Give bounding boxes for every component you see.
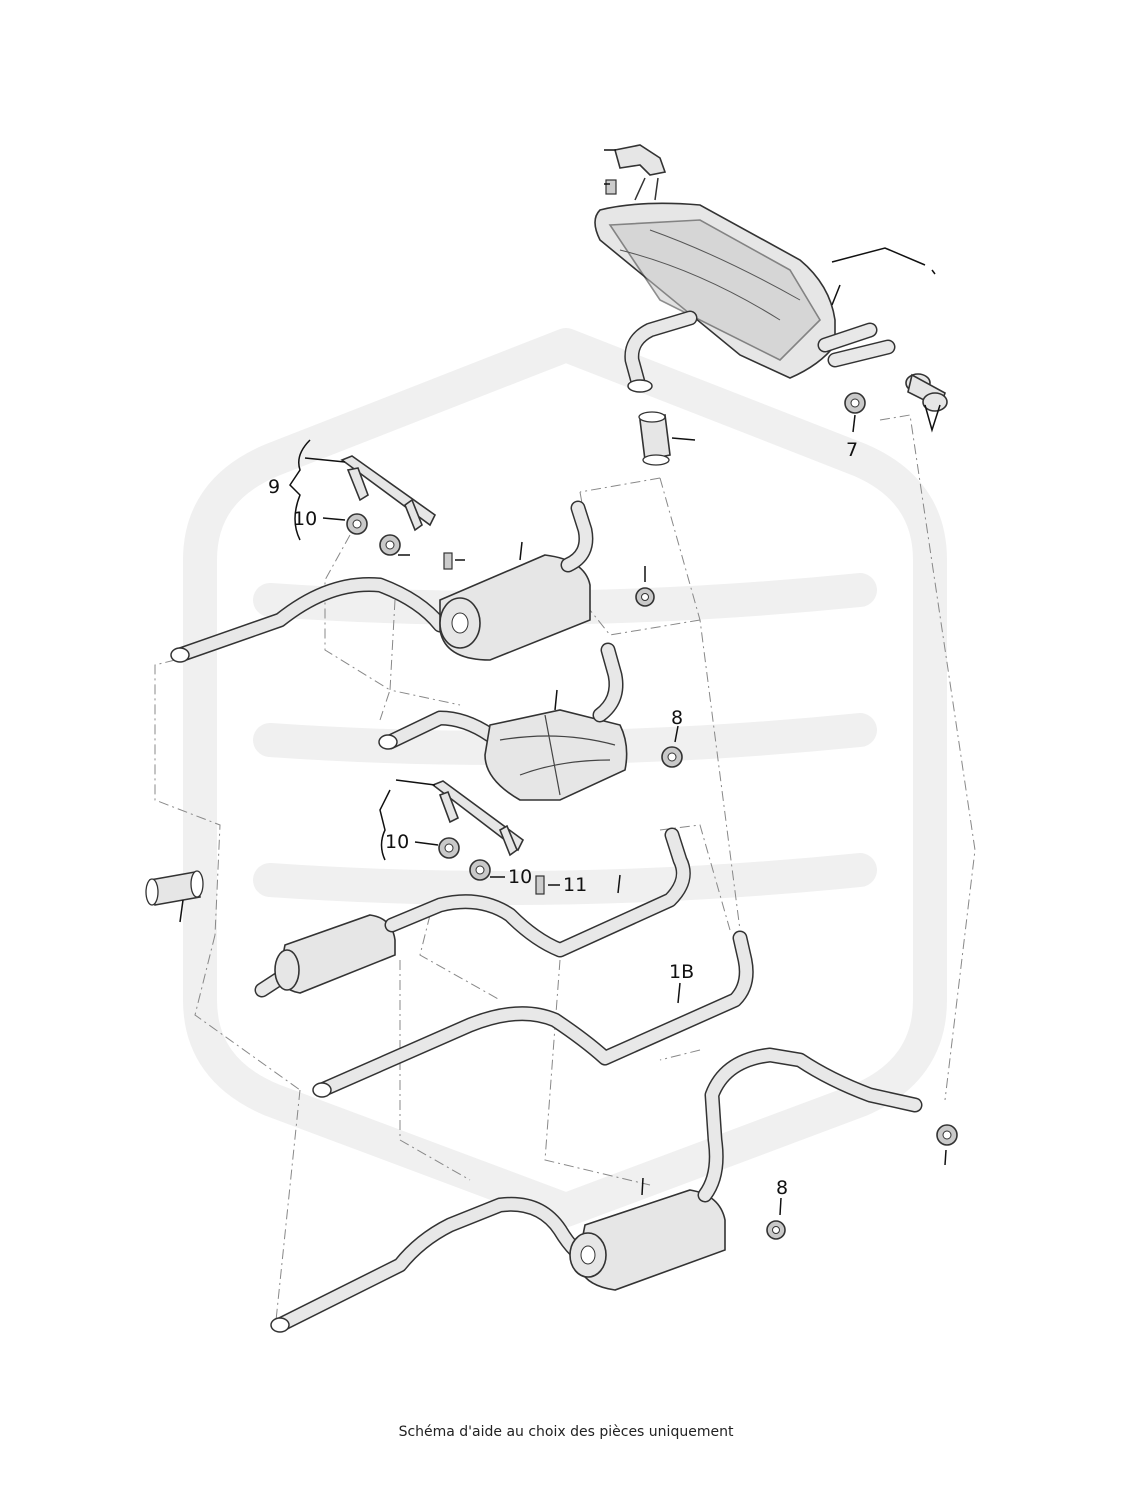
rubber-mount-8-middle[interactable]	[661, 746, 683, 768]
callout-10-middle-a: 10	[385, 831, 409, 853]
pipe-clamp-upper[interactable]	[638, 411, 671, 466]
bolt-11[interactable]	[535, 875, 545, 895]
front-pipe-silencer-assembly-4[interactable]	[270, 1047, 923, 1333]
rubber-mount-10-upper-a[interactable]	[346, 513, 368, 535]
callout-11: 11	[563, 874, 587, 896]
leader-lines	[179, 149, 947, 1216]
rubber-mount-lower-right[interactable]	[936, 1124, 958, 1146]
tailpipe-trims[interactable]	[905, 373, 948, 412]
tailpipe-outlets	[817, 322, 896, 368]
callout-10-upper: 10	[293, 508, 317, 530]
rear-silencer-hanger-bracket[interactable]	[613, 144, 667, 201]
callout-8-lower: 8	[776, 1177, 788, 1199]
bolt-upper[interactable]	[443, 552, 453, 570]
rubber-mount-10-middle-b[interactable]	[469, 859, 491, 881]
connecting-pipe-1b[interactable]	[312, 930, 754, 1098]
rear-bolt[interactable]	[605, 179, 617, 195]
callout-1b: 1B	[669, 961, 694, 983]
rubber-mount-upper-right[interactable]	[635, 587, 655, 607]
callout-7: 7	[846, 439, 858, 461]
hanger-bracket-9[interactable]	[340, 455, 437, 532]
rubber-mount-10-upper-b[interactable]	[379, 534, 401, 556]
front-pipe-silencer-assembly-1[interactable]	[170, 500, 594, 663]
rubber-mount-10-middle-a[interactable]	[438, 837, 460, 859]
middle-silencer-assembly-2[interactable]	[378, 642, 628, 801]
hanger-bracket-middle[interactable]	[431, 780, 525, 857]
rubber-mount-8-lower[interactable]	[766, 1220, 786, 1240]
callouts: 9 10 7 8 10 10 11 1B 8	[268, 439, 858, 1199]
rear-silencer-inlet-pipe	[624, 310, 698, 393]
rear-silencer[interactable]	[594, 202, 836, 379]
front-pipe-silencer-assembly-3[interactable]	[254, 827, 691, 998]
pipe-clamp-left[interactable]	[145, 870, 204, 906]
rubber-mount-7[interactable]	[844, 392, 866, 414]
diagram-caption: Schéma d'aide au choix des pièces unique…	[398, 1424, 734, 1440]
callout-9: 9	[268, 476, 280, 498]
callout-8-middle: 8	[671, 707, 683, 729]
callout-10-middle-b: 10	[508, 866, 532, 888]
